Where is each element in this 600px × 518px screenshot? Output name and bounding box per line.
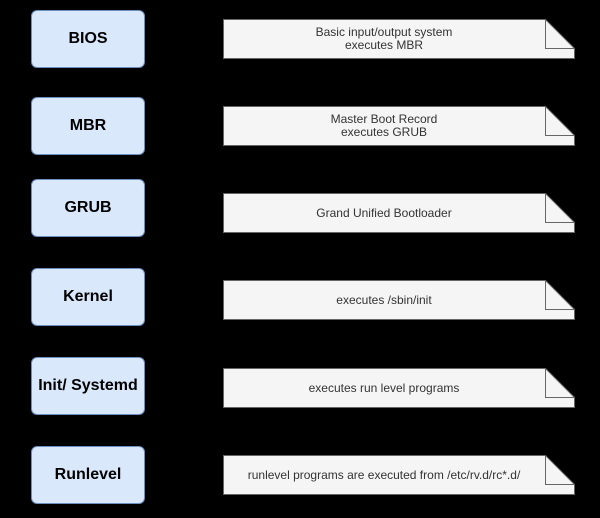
- note-kernel: executes /sbin/init: [223, 280, 575, 320]
- note-text: runlevel programs are executed from /etc…: [223, 455, 545, 495]
- note-bios: Basic input/output system executes MBR: [223, 19, 575, 59]
- note-text: Basic input/output system executes MBR: [223, 19, 545, 59]
- note-shape: [223, 455, 575, 495]
- note-text: executes /sbin/init: [223, 280, 545, 320]
- note-shape: [223, 193, 575, 233]
- note-shape: [223, 19, 575, 59]
- note-line: Master Boot Record: [330, 112, 438, 126]
- stage-grub: GRUB: [31, 179, 145, 237]
- note-line: executes GRUB: [340, 125, 428, 139]
- note-mbr: Master Boot Record executes GRUB: [223, 106, 575, 146]
- note-init-systemd: executes run level programs: [223, 368, 575, 408]
- note-line: executes run level programs: [308, 380, 460, 395]
- note-line: runlevel programs are executed from /etc…: [247, 467, 521, 482]
- note-runlevel: runlevel programs are executed from /etc…: [223, 455, 575, 495]
- note-text: Grand Unified Bootloader: [223, 193, 545, 233]
- stage-init-systemd: Init/ Systemd: [31, 357, 145, 415]
- note-line: executes /sbin/init: [336, 292, 432, 307]
- note-grub: Grand Unified Bootloader: [223, 193, 575, 233]
- note-line: executes MBR: [344, 38, 424, 52]
- note-shape: [223, 368, 575, 408]
- note-shape: [223, 280, 575, 320]
- note-line: Basic input/output system: [315, 25, 453, 39]
- note-shape: [223, 106, 575, 146]
- stage-kernel: Kernel: [31, 268, 145, 326]
- stage-runlevel: Runlevel: [31, 446, 145, 504]
- note-line: Grand Unified Bootloader: [316, 205, 452, 220]
- stage-mbr: MBR: [31, 97, 145, 155]
- note-text: executes run level programs: [223, 368, 545, 408]
- note-text: Master Boot Record executes GRUB: [223, 106, 545, 146]
- stage-bios: BIOS: [31, 10, 145, 68]
